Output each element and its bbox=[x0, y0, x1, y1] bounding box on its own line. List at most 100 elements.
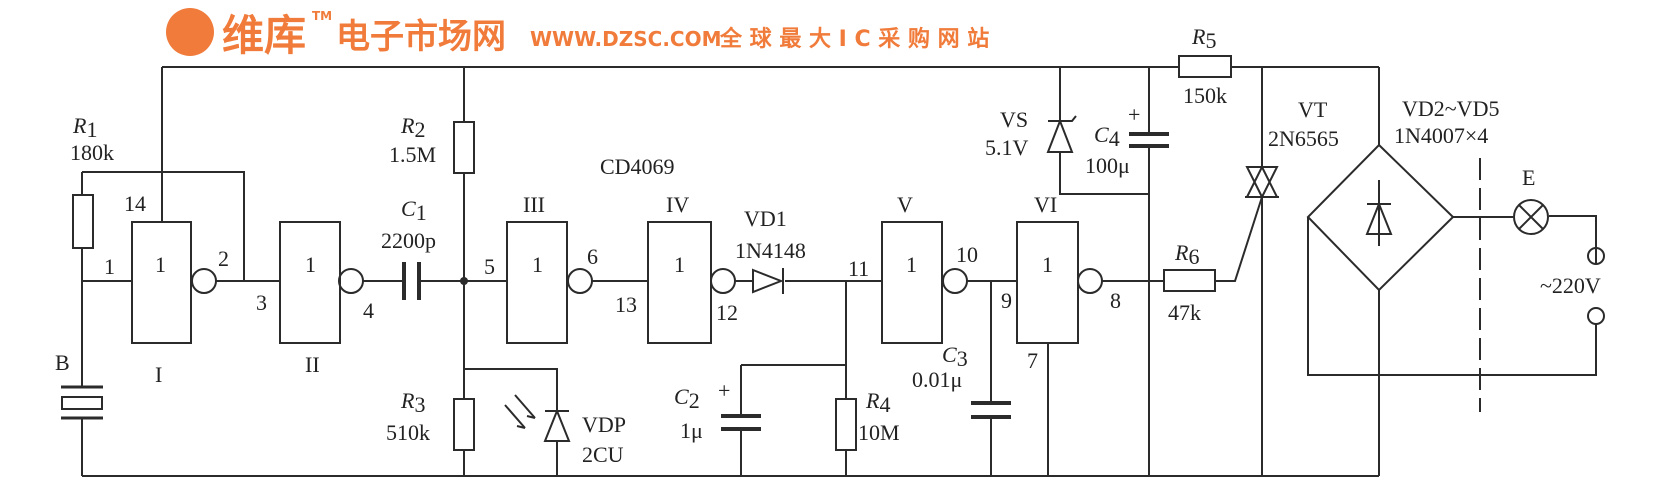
label-components-C3-value: 0.01μ bbox=[912, 367, 962, 392]
junction-dots bbox=[460, 277, 468, 285]
watermark-logo-icon bbox=[166, 8, 214, 56]
label-gates-2-symbol: 1 bbox=[532, 252, 543, 277]
capacitor-c4 bbox=[1129, 132, 1169, 148]
label-components-bridge-value: 1N4007×4 bbox=[1394, 123, 1488, 148]
svg-text:R6: R6 bbox=[1174, 240, 1199, 269]
watermark: 维库 TM 电子市场网 WWW.DZSC.COM 全 球 最 大 I C 采 购… bbox=[166, 8, 989, 60]
label-components-C1-sub: 1 bbox=[416, 200, 427, 225]
inverter-gate-4 bbox=[647, 221, 712, 344]
labels: CD4069 I II III IV V VI 1 1 1 1 1 1 1 14… bbox=[55, 24, 1601, 467]
label-components-C4-sub: 4 bbox=[1109, 126, 1120, 151]
resistor-r2 bbox=[453, 121, 475, 174]
svg-text:R1: R1 bbox=[72, 113, 97, 142]
buzzer-b-icon bbox=[61, 385, 103, 420]
label-pins-3: 3 bbox=[256, 290, 267, 315]
label-pins-7: 13 bbox=[615, 292, 637, 317]
bridge-rectifier-icon bbox=[1306, 143, 1455, 292]
label-gates-4-symbol: 1 bbox=[906, 252, 917, 277]
photodiode-vdp-icon bbox=[504, 394, 571, 442]
label-components-R1-value: 180k bbox=[70, 140, 114, 165]
svg-text:C3: C3 bbox=[942, 342, 968, 371]
label-gates-0-symbol: 1 bbox=[155, 252, 166, 277]
label-components-R5-sub: 5 bbox=[1205, 28, 1216, 53]
label-pins-10: 10 bbox=[956, 242, 978, 267]
label-components-plus: + bbox=[1128, 102, 1140, 127]
inverter-gate-3 bbox=[506, 221, 568, 344]
zener-vs-icon bbox=[1046, 115, 1077, 153]
resistor-r3 bbox=[453, 398, 475, 451]
label-watermark-site_name: 电子市场网 bbox=[336, 17, 506, 57]
label-pins-1: 14 bbox=[124, 191, 146, 216]
label-gates-3-symbol: 1 bbox=[674, 252, 685, 277]
label-components-R2-value: 1.5M bbox=[389, 142, 436, 167]
label-components-C4-value: 100μ bbox=[1085, 153, 1130, 178]
mains-terminal-top bbox=[1587, 247, 1605, 265]
label-watermark-url: WWW.DZSC.COM bbox=[530, 27, 722, 51]
resistor-r5 bbox=[1178, 55, 1232, 78]
label-components-VD1-value: 1N4148 bbox=[735, 238, 806, 263]
label-components-C3-sub: 3 bbox=[957, 346, 968, 371]
label-chip: CD4069 bbox=[600, 154, 675, 179]
label-components-VT-name: VT bbox=[1298, 97, 1328, 122]
inverter-gate-1 bbox=[131, 221, 192, 344]
label-pins-2: 2 bbox=[218, 246, 229, 271]
label-gates-4-label: V bbox=[897, 192, 913, 217]
label-pins-5: 5 bbox=[484, 254, 495, 279]
label-components-mains-value: ~220V bbox=[1540, 273, 1601, 298]
label-components-B-name: B bbox=[55, 350, 70, 375]
triac-vt-icon bbox=[1245, 164, 1279, 200]
svg-text:R3: R3 bbox=[400, 388, 425, 417]
label-components-C2-sub: 2 bbox=[689, 388, 700, 413]
label-gates-0-label: I bbox=[155, 362, 162, 387]
label-components-R4-value: 10M bbox=[858, 420, 900, 445]
label-components-VS-name: VS bbox=[1000, 107, 1028, 132]
label-components-C2-name: C bbox=[674, 384, 689, 409]
mains-terminal-bottom bbox=[1587, 307, 1605, 325]
label-pins-0: 1 bbox=[104, 254, 115, 279]
svg-text:R5: R5 bbox=[1191, 24, 1216, 53]
svg-text:R4: R4 bbox=[865, 388, 890, 417]
label-pins-11: 9 bbox=[1001, 288, 1012, 313]
label-gates-5-label: VI bbox=[1034, 192, 1057, 217]
label-pins-6: 6 bbox=[587, 244, 598, 269]
resistor-r6 bbox=[1163, 269, 1216, 292]
svg-text:C1: C1 bbox=[401, 196, 427, 225]
label-components-R1-sub: 1 bbox=[86, 117, 97, 142]
label-watermark-slogan: 全 球 最 大 I C 采 购 网 站 bbox=[719, 26, 989, 52]
label-components-R2-name: R bbox=[400, 113, 415, 138]
inverter-gate-5 bbox=[881, 221, 943, 344]
label-components-bridge-name: VD2~VD5 bbox=[1402, 96, 1499, 121]
label-components-R1-name: R bbox=[72, 113, 87, 138]
label-components-R2-sub: 2 bbox=[414, 117, 425, 142]
svg-text:C2: C2 bbox=[674, 384, 700, 413]
capacitor-c1 bbox=[402, 262, 421, 300]
label-components-C1-name: C bbox=[401, 196, 416, 221]
label-pins-9: 11 bbox=[848, 256, 869, 281]
label-components-VDP-name: VDP bbox=[582, 412, 626, 437]
label-gates-5-symbol: 1 bbox=[1042, 252, 1053, 277]
label-components-C3-name: C bbox=[942, 342, 957, 367]
label-gates-1-label: II bbox=[305, 352, 320, 377]
label-components-R4-sub: 4 bbox=[879, 392, 890, 417]
label-components-C4-name: C bbox=[1094, 122, 1109, 147]
label-components-C1-value: 2200p bbox=[381, 228, 436, 253]
label-components-VD1-name: VD1 bbox=[744, 206, 787, 231]
label-components-R3-sub: 3 bbox=[414, 392, 425, 417]
label-components-R4-name: R bbox=[865, 388, 880, 413]
label-watermark-brand: 维库 bbox=[222, 11, 306, 60]
inverter-gate-6 bbox=[1016, 221, 1079, 344]
label-components-VT-value: 2N6565 bbox=[1268, 126, 1339, 151]
label-components-R5-name: R bbox=[1191, 24, 1206, 49]
label-components-R3-value: 510k bbox=[386, 420, 430, 445]
label-pins-8: 12 bbox=[716, 300, 738, 325]
svg-text:R2: R2 bbox=[400, 113, 425, 142]
label-components-C2-value: 1μ bbox=[680, 418, 703, 443]
label-components-VDP-value: 2CU bbox=[582, 442, 624, 467]
label-pins-4: 4 bbox=[363, 298, 374, 323]
label-components-R6-name: R bbox=[1174, 240, 1189, 265]
capacitor-c2 bbox=[721, 414, 761, 431]
label-components-R3-name: R bbox=[400, 388, 415, 413]
label-pins-12: 8 bbox=[1110, 288, 1121, 313]
label-watermark-tm: TM bbox=[312, 9, 332, 23]
